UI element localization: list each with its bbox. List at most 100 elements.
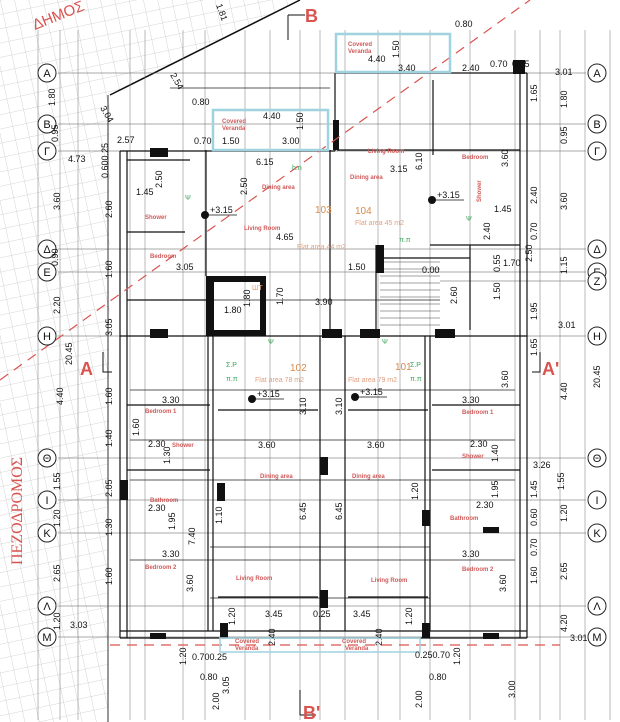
dimension-label: 2.40 <box>374 628 384 646</box>
dimension-label: 4.40 <box>559 382 569 400</box>
dimension-label: 1.30 <box>162 446 172 464</box>
fixture-label: Σ.Ρ <box>410 362 421 369</box>
section-marker-b-prime: B' <box>303 703 320 722</box>
axis-label: Ι <box>45 495 48 507</box>
dimension-label: 2.60 <box>449 286 459 304</box>
dimension-label: 2.05 <box>104 479 114 497</box>
flat-area: Flat area 78 m2 <box>255 377 304 384</box>
dimension-label: 3.30 <box>462 395 480 405</box>
fixture-label: π.π <box>226 376 238 383</box>
section-marker-b: B <box>305 6 318 26</box>
dimension-label: 3.10 <box>298 397 308 415</box>
veranda-top-left <box>211 108 330 152</box>
axis-label: Θ <box>593 453 602 465</box>
street-name-left: ΠΕΖΟΔΡΟΜΟΣ <box>9 457 26 565</box>
room-label-dining-area: Dining area <box>352 474 385 480</box>
axis-bubble <box>587 63 607 83</box>
room-label-bathroom: Bathroom <box>450 516 478 522</box>
fixture-label: Σ.Ρ <box>226 362 237 369</box>
axis-bubble <box>587 114 607 134</box>
dimension-label: 3.60 <box>559 192 569 210</box>
dimension-label: 2.00 <box>414 690 424 708</box>
pillar <box>435 329 455 338</box>
section-marker-line <box>532 352 541 373</box>
dimension-label: 0.80 <box>192 97 210 107</box>
room-label-shower: Shower <box>477 180 483 202</box>
axis-label: Β <box>43 119 50 131</box>
dimension-label: 0.70 <box>490 59 508 69</box>
pillar <box>206 330 266 336</box>
dimension-label: 3.60 <box>185 574 195 592</box>
dimension-label: 1.60 <box>104 387 114 405</box>
room-label-living-room: Living Room <box>368 149 404 155</box>
axis-label: Α <box>43 68 51 80</box>
dimension-label: 0.80 <box>200 672 218 682</box>
dimension-label: 2.30 <box>476 500 494 510</box>
dimension-label: 3.60 <box>52 192 62 210</box>
dimension-label: 2.20 <box>52 296 62 314</box>
fixture-label: Ψ <box>185 195 191 202</box>
dimension-label: 1.70 <box>275 287 285 305</box>
pillar <box>422 510 430 526</box>
axis-bubble <box>37 448 57 468</box>
dimension-label: 3.60 <box>498 574 508 592</box>
room-label-covered-veranda: Veranda <box>235 646 259 652</box>
axis-bubble <box>587 627 607 647</box>
axis-label: Γ <box>594 146 600 158</box>
dimension-label: 1.80 <box>47 88 57 106</box>
dimension-label: 2.50 <box>239 177 249 195</box>
pillar <box>422 623 430 638</box>
pillar <box>120 480 128 500</box>
room-label-covered-veranda: Covered <box>222 119 246 125</box>
section-marker-a-prime: A' <box>542 359 559 379</box>
axis-label: Η <box>593 331 601 343</box>
dimension-label: 1.15 <box>559 256 569 274</box>
dimension-label: 1.45 <box>494 204 512 214</box>
dimension-label: 0.70 <box>529 538 539 556</box>
fixture-label: Ψ <box>268 339 274 346</box>
room-label-living-room: Living Room <box>244 226 280 232</box>
pillar <box>376 245 384 273</box>
pillar <box>322 329 342 338</box>
pillar <box>150 329 168 338</box>
room-label-living-room: Living Room <box>236 576 272 582</box>
dimension-label: 1.20 <box>227 607 237 625</box>
axis-label: Λ <box>43 601 51 613</box>
dimension-label: 2.40 <box>462 63 480 73</box>
dimension-label: 1.20 <box>452 647 462 665</box>
dimension-label: 7.40 <box>187 527 197 545</box>
flat-area: Flat area 79 m2 <box>348 377 397 384</box>
dimension-label: 2.30 <box>148 503 166 513</box>
dimension-label: 1.80 <box>559 90 569 108</box>
dimension-label: 20.45 <box>64 342 74 365</box>
axis-bubble <box>587 490 607 510</box>
room-label-living-room: Living Room <box>371 578 407 584</box>
axis-bubble <box>37 114 57 134</box>
room-label-bedroom: Bedroom <box>150 254 176 260</box>
dimension-label: 1.20 <box>410 482 420 500</box>
dimension-label: 2.57 <box>117 135 135 145</box>
dimension-label: 1.55 <box>556 472 566 490</box>
dimension-label: 1.20 <box>52 612 62 630</box>
dimension-label: 2.40 <box>482 222 492 240</box>
dimension-label: 2.50 <box>524 244 534 262</box>
axis-bubble <box>587 239 607 259</box>
room-label-dining-area: Dining area <box>262 185 295 191</box>
axis-bubble <box>37 326 57 346</box>
room-label-shower: Shower <box>462 454 484 460</box>
dimension-label: 3.05 <box>221 676 231 694</box>
dimension-label: 2.65 <box>52 564 62 582</box>
pillars <box>120 60 525 639</box>
dimension-label: 1.50 <box>222 136 240 146</box>
room-label-covered-veranda: Covered <box>235 639 259 645</box>
pillar <box>260 276 266 336</box>
dimension-label: 0.70 <box>529 222 539 240</box>
pillar <box>360 329 380 338</box>
axis-label: Α <box>593 68 601 80</box>
room-label-bedroom-1: Bedroom 1 <box>145 409 177 415</box>
dimension-label: 0.55 <box>492 254 502 272</box>
dimension-label: 4.40 <box>55 387 65 405</box>
dimension-label: 0.95 <box>50 124 60 142</box>
dimension-label: 2.50 <box>154 170 164 188</box>
dimension-label: 2.30 <box>470 439 488 449</box>
